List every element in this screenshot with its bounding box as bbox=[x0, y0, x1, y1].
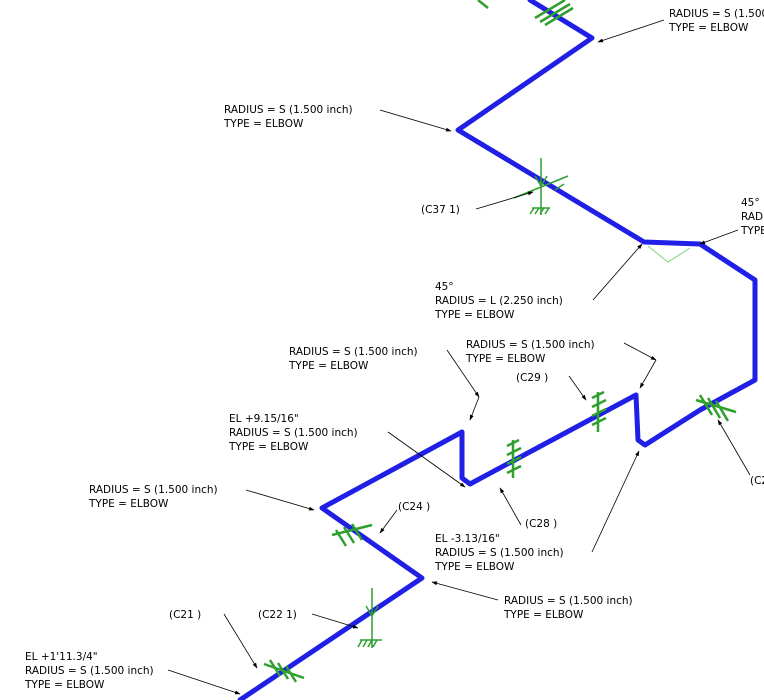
label-elbow-upper-left: RADIUS = S (1.500 inch)TYPE = ELBOW bbox=[223, 104, 353, 130]
support-c24 bbox=[331, 523, 373, 547]
label-support-c28: (C28 ) bbox=[525, 518, 557, 530]
label-elbow-lower: RADIUS = S (1.500 inch)TYPE = ELBOW bbox=[503, 595, 633, 621]
support-c37 bbox=[513, 158, 569, 215]
label-support-c37: (C37 1) bbox=[421, 204, 460, 216]
label-support-c22: (C22 1) bbox=[258, 609, 297, 621]
label-elbow-el-minus: EL -3.13/16"RADIUS = S (1.500 inch)TYPE … bbox=[434, 533, 564, 573]
support-c29 bbox=[591, 390, 607, 432]
label-support-right: (C2 bbox=[750, 475, 764, 487]
support-right bbox=[695, 394, 737, 422]
label-elbow-mid-left: RADIUS = S (1.500 inch)TYPE = ELBOW bbox=[288, 346, 418, 372]
label-elbow-left: RADIUS = S (1.500 inch)TYPE = ELBOW bbox=[88, 484, 218, 510]
label-elbow-top-right: RADIUS = S (1.500 inch)TYPE = ELBOW bbox=[668, 8, 764, 34]
elbow-guide bbox=[647, 245, 691, 263]
support-top bbox=[477, 0, 574, 27]
label-elbow-el-bottom: EL +1'11.3/4"RADIUS = S (1.500 inch)TYPE… bbox=[24, 651, 154, 691]
label-elbow-45-long: 45°RADIUS = L (2.250 inch)TYPE = ELBOW bbox=[434, 281, 563, 321]
label-elbow-45-right: 45°RADIUSTYPE bbox=[740, 197, 764, 237]
leader-lines bbox=[167, 19, 751, 695]
label-support-c24: (C24 ) bbox=[398, 501, 430, 513]
support-c28 bbox=[506, 438, 522, 478]
label-elbow-el-plus: EL +9.15/16"RADIUS = S (1.500 inch)TYPE … bbox=[228, 413, 358, 453]
support-c21 bbox=[263, 659, 305, 683]
label-elbow-mid-right: RADIUS = S (1.500 inch)TYPE = ELBOW bbox=[465, 339, 595, 365]
label-support-c29: (C29 ) bbox=[516, 372, 548, 384]
label-support-c21: (C21 ) bbox=[169, 609, 201, 621]
pipe-run bbox=[237, 0, 758, 700]
support-c22 bbox=[357, 588, 382, 648]
